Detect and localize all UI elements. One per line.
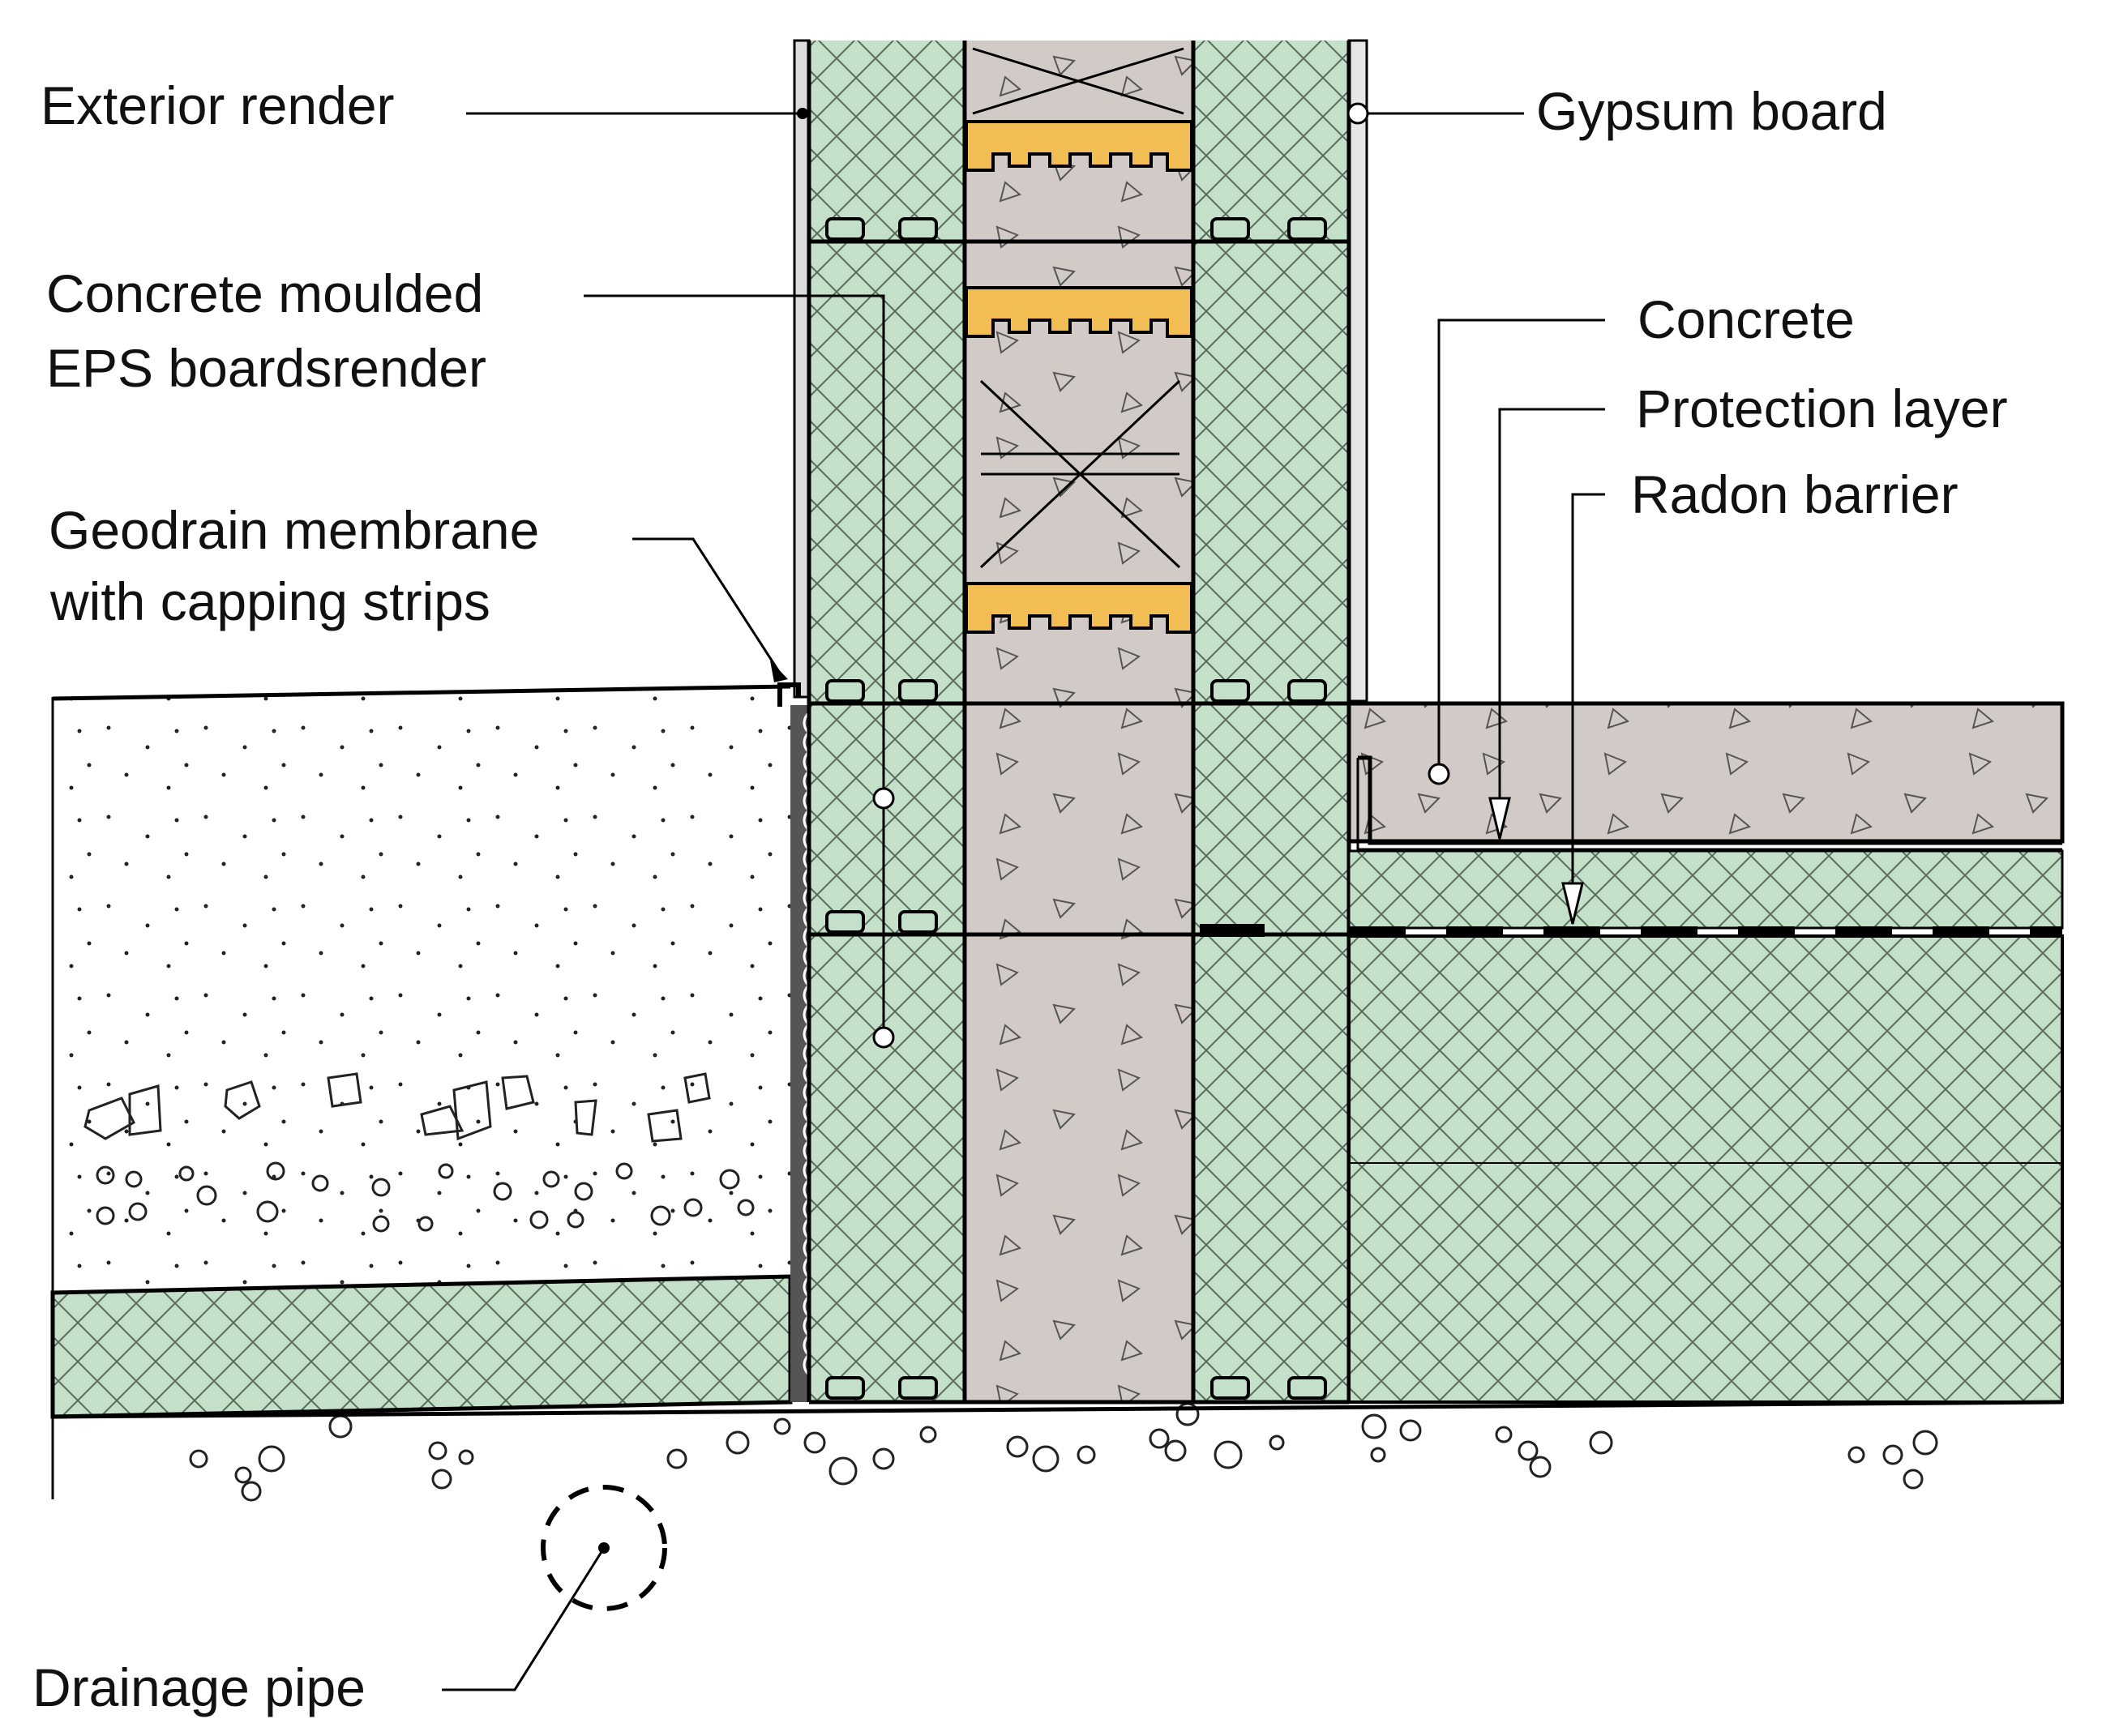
drainage-pipe (541, 1485, 667, 1611)
label-radon-barrier: Radon barrier (1631, 464, 1959, 524)
concrete-core (965, 41, 1193, 1402)
label-concrete-moulded-line1: Concrete moulded (46, 263, 483, 323)
label-exterior-render: Exterior render (41, 75, 395, 135)
steel-ties (972, 47, 1184, 569)
sub-base-gravel (189, 1402, 1938, 1502)
backfill-gravel (83, 1072, 755, 1233)
label-geodrain-line1: Geodrain membrane (49, 500, 539, 560)
label-geodrain-line2: with capping strips (49, 571, 490, 631)
outer-eps-board (809, 41, 965, 1402)
exterior-render-layer (793, 39, 811, 699)
label-gypsum-board: Gypsum board (1536, 81, 1887, 141)
ground-surface-line (52, 684, 791, 701)
interlock-notches (825, 217, 1327, 1400)
eps-tie-connectors (965, 120, 1193, 634)
gypsum-board-layer (1347, 39, 1368, 703)
leader-lines (442, 112, 1605, 1691)
protection-layer-line (1358, 755, 2062, 845)
label-concrete: Concrete (1638, 289, 1855, 349)
foundation-base-line (52, 1400, 2063, 1419)
floor-eps-upper (1347, 849, 2064, 930)
label-concrete-moulded-line2: EPS boardsrender (46, 338, 486, 398)
exterior-eps-footing-board (50, 1274, 793, 1419)
label-drainage-pipe: Drainage pipe (32, 1657, 366, 1717)
label-protection-layer: Protection layer (1636, 378, 2008, 438)
floor-slab-concrete (1346, 701, 2065, 844)
floor-eps-lower (1347, 934, 2064, 1404)
inner-eps-board (1193, 41, 1349, 1402)
backfill-soil (53, 686, 790, 1293)
leader-markers (770, 102, 1584, 1049)
